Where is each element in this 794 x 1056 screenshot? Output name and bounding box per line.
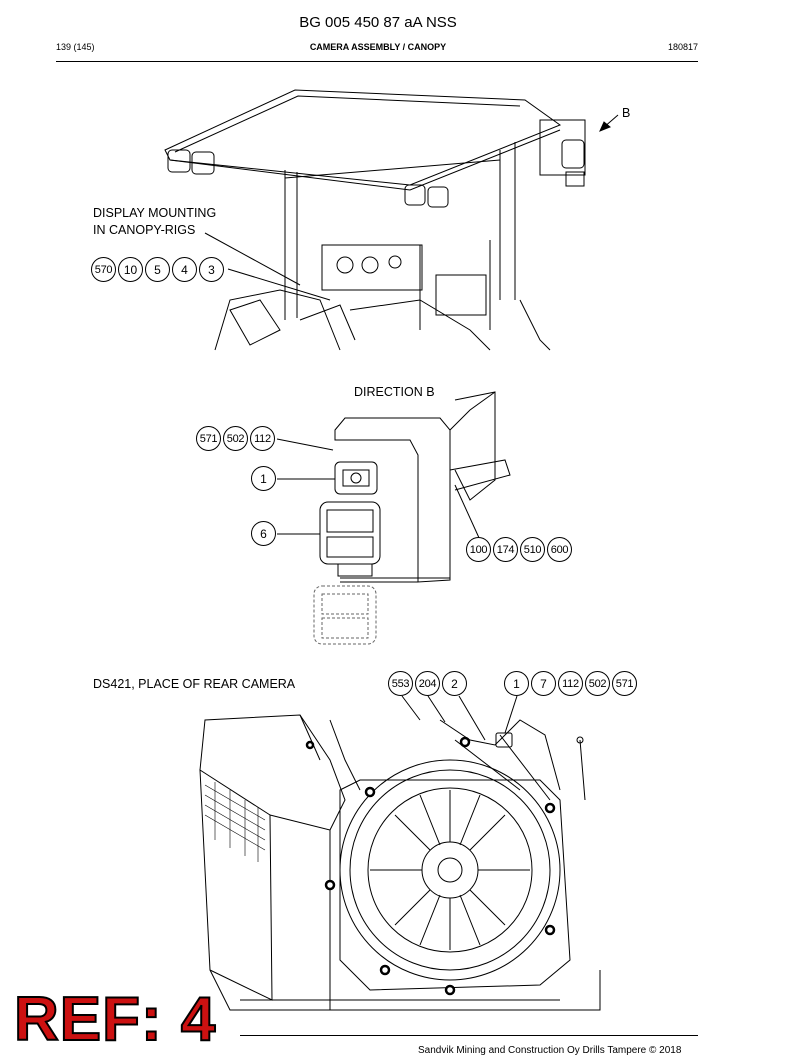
callout-bubble: 100 xyxy=(466,537,491,562)
callout-bubble: 10 xyxy=(118,257,143,282)
callout-bubble: 570 xyxy=(91,257,116,282)
ref-stamp: REF: 4 xyxy=(13,984,217,1055)
direction-b-title: DIRECTION B xyxy=(354,385,435,399)
callout-bubble: 571 xyxy=(612,671,637,696)
footer-rule xyxy=(240,1035,698,1037)
callout-bubble: 4 xyxy=(172,257,197,282)
callout-bubble: 553 xyxy=(388,671,413,696)
callout-bubble: 571 xyxy=(196,426,221,451)
rear-camera-title: DS421, PLACE OF REAR CAMERA xyxy=(93,677,296,691)
callout-bubble: 3 xyxy=(199,257,224,282)
callout-bubble: 2 xyxy=(442,671,467,696)
callout-bubble: 204 xyxy=(415,671,440,696)
callout-bubble: 112 xyxy=(250,426,275,451)
canopy-callouts: 570 10 5 4 3 xyxy=(91,257,226,282)
date-code: 180817 xyxy=(667,42,698,52)
direction-b-callout-light: 6 xyxy=(251,521,278,546)
display-mounting-label-line1: DISPLAY MOUNTING xyxy=(93,206,217,220)
direction-b-drawing xyxy=(276,391,511,645)
rear-camera-callouts-left: 553 204 2 xyxy=(388,671,469,696)
direction-b-callouts-right: 100 174 510 600 xyxy=(466,537,574,562)
callout-bubble: 1 xyxy=(251,466,276,491)
callout-bubble: 502 xyxy=(223,426,248,451)
callout-bubble: 174 xyxy=(493,537,518,562)
callout-bubble: 6 xyxy=(251,521,276,546)
callout-bubble: 5 xyxy=(145,257,170,282)
rear-camera-drawing xyxy=(199,695,601,1011)
callout-bubble: 502 xyxy=(585,671,610,696)
callout-bubble: 7 xyxy=(531,671,556,696)
canopy-drawing xyxy=(164,89,619,351)
callout-bubble: 600 xyxy=(547,537,572,562)
rear-camera-callouts-right: 1 7 112 502 571 xyxy=(504,671,639,696)
callout-bubble: 1 xyxy=(504,671,529,696)
section-title: CAMERA ASSEMBLY / CANOPY xyxy=(309,42,447,52)
direction-b-callouts-top: 571 502 112 xyxy=(196,426,277,451)
direction-marker-b: B xyxy=(622,106,631,120)
document-number: BG 005 450 87 aA NSS xyxy=(299,14,457,31)
display-mounting-label-line2: IN CANOPY-RIGS xyxy=(93,223,196,237)
page-number: 139 (145) xyxy=(56,42,95,52)
footer-copyright: Sandvik Mining and Construction Oy Drill… xyxy=(418,1045,682,1056)
header-rule xyxy=(56,61,698,63)
callout-bubble: 112 xyxy=(558,671,583,696)
direction-b-callout-camera: 1 xyxy=(251,466,278,491)
callout-bubble: 510 xyxy=(520,537,545,562)
